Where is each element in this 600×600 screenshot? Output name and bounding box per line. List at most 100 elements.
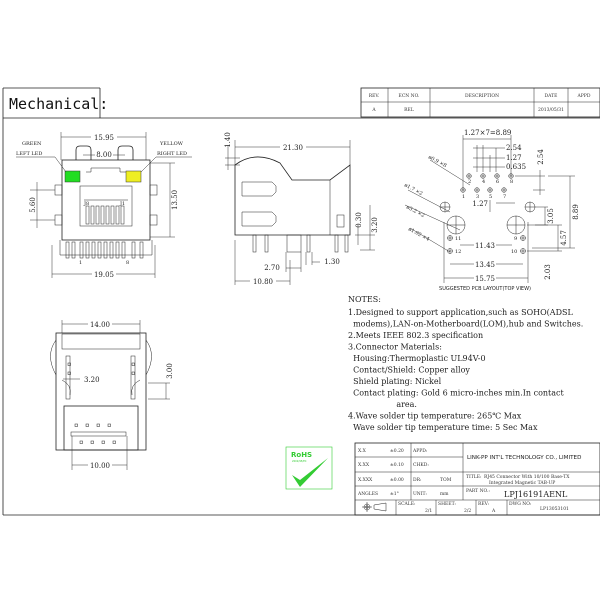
dim-top-height: 1.40 <box>224 132 232 148</box>
hole-shield-label: ø1.02 ×4 <box>407 226 430 242</box>
contact-slot <box>115 205 120 225</box>
ecn-cell: REL <box>404 107 414 113</box>
dim-v-1-27: 1.27 <box>472 200 488 208</box>
company-name: LINK-PP INT'L TECHNOLOGY CO., LIMITED <box>467 455 581 461</box>
dim-2-54: 2.54 <box>506 144 522 152</box>
dim-standoff: 0.30 <box>355 212 363 228</box>
third-angle-projection-icon <box>362 502 387 512</box>
note-line: Contact/Shield: Copper alloy <box>348 366 470 375</box>
pin-number: 8 <box>510 179 513 185</box>
pin <box>264 234 269 253</box>
rev-label: REV: <box>478 501 489 507</box>
front-view: J8 J1 1 8 15.95 8.00 5.60 13.50 19.05 GR… <box>16 132 192 279</box>
scale-value: 2/1 <box>425 508 432 514</box>
date-cell: 2013/05/31 <box>538 107 564 113</box>
yellow-led-indicator <box>125 170 142 183</box>
dim-pin-span: 10.00 <box>90 462 110 470</box>
page-title: Mechanical: <box>9 95 108 113</box>
note-line: Housing:Thermoplastic UL94V-0 <box>348 354 486 363</box>
note-line: area. <box>348 400 417 409</box>
dim-led-spacing: 5.60 <box>29 197 37 213</box>
pin-number: 10 <box>511 249 517 255</box>
pin <box>109 241 114 259</box>
pin-number: 6 <box>496 179 499 185</box>
pin-hole <box>90 440 94 444</box>
pin-hole <box>131 362 135 366</box>
bottom-view: 14.00 3.20 3.00 10.00 <box>50 320 174 470</box>
dim-1-27: 1.27 <box>506 154 522 162</box>
sheet-label: SHEET: <box>438 501 456 507</box>
tol-xxx-val: ±0.00 <box>390 477 404 483</box>
dim-0-635: 0.635 <box>506 163 526 171</box>
pin-number: 4 <box>482 179 485 185</box>
dr-label: DR: <box>413 477 422 483</box>
pin <box>103 241 108 259</box>
pin <box>252 234 257 253</box>
pin <box>65 241 70 259</box>
pin-hole <box>112 440 116 444</box>
appd-col-header: APPD <box>577 93 591 99</box>
part-label: PART NO.: <box>466 488 490 494</box>
pin-number: 1 <box>462 194 465 200</box>
pin-number: 12 <box>455 249 461 255</box>
pin <box>85 241 90 259</box>
tol-xx-val: ±0.10 <box>390 462 404 468</box>
dim-v-2-03: 2.03 <box>544 264 552 280</box>
pin <box>97 241 102 259</box>
note-line: 1.Designed to support application,such a… <box>348 308 573 317</box>
title-line-2: Integrated Magnetic TAB-UP <box>489 480 555 486</box>
dim-front-to-post: 10.80 <box>253 278 273 286</box>
note-line: modems),LAN-on-Motherboard(LOM),hub and … <box>348 320 583 329</box>
dim-pitch: 1.27×7=8.89 <box>464 129 511 137</box>
scale-label: SCALE: <box>398 501 416 507</box>
side-view: 21.30 1.40 0.30 3.20 2.70 1.30 10.80 <box>224 132 379 286</box>
tol-xx: X.XX <box>358 462 370 468</box>
dim-bottom-offset: 3.20 <box>84 376 100 384</box>
dim-width-top: 15.95 <box>94 134 114 142</box>
pin-number: 2 <box>468 179 471 185</box>
pin-number: 11 <box>455 236 461 242</box>
pin <box>121 241 126 259</box>
dim-bottom-width: 14.00 <box>90 321 110 329</box>
pin-hole <box>67 371 71 375</box>
notes: NOTES: 1.Designed to support application… <box>348 295 583 432</box>
revision-table: REV. ECN NO. DESCRIPTION DATE APPD A REL… <box>360 87 600 118</box>
title-block: X.X ±0.20 X.XX ±0.10 X.XXX ±0.00 ANGLES … <box>354 442 600 516</box>
note-line: 2.Meets IEEE 802.3 specification <box>348 331 483 340</box>
yellow-led-label: YELLOW <box>159 141 184 147</box>
hole-mount-label: ø3.2 ×2 <box>405 204 425 219</box>
pin-number: 7 <box>503 194 506 200</box>
dim-height: 13.50 <box>171 190 179 210</box>
rev-cell: A <box>371 107 376 113</box>
hole-signal-label: ø0.9 ×8 <box>427 154 447 169</box>
note-line: Wave solder tip temperature time: 5 Sec … <box>348 423 538 432</box>
tol-x-val: ±0.20 <box>390 448 404 454</box>
pin <box>79 241 84 259</box>
angles: ANGLES <box>357 491 378 497</box>
pin <box>71 241 76 259</box>
pin-hole <box>79 440 83 444</box>
pin <box>131 241 136 259</box>
rev-value: A <box>491 508 496 514</box>
checkmark-icon <box>292 458 328 487</box>
pin-8-label: 8 <box>126 260 129 266</box>
pin-hole <box>85 423 89 427</box>
chkd-label: CHKD: <box>413 462 429 468</box>
unit-label: UNIT: <box>413 491 427 497</box>
dwg-number: LP13053101 <box>540 506 569 512</box>
ecn-col-header: ECN NO. <box>399 93 420 99</box>
contact-slot <box>110 205 115 225</box>
rev-col-header: REV. <box>369 93 380 99</box>
pin <box>115 241 120 259</box>
pin-hole <box>74 423 78 427</box>
title-label: TITLE: <box>466 474 482 480</box>
rohs-label: RoHS <box>291 451 312 459</box>
pin <box>91 241 96 259</box>
sheet-value: 2/2 <box>464 508 471 514</box>
dim-bottom-height: 3.00 <box>166 363 174 379</box>
contact-slot <box>100 205 105 225</box>
tol-x: X.X <box>358 448 367 454</box>
pin <box>306 234 311 253</box>
dim-width-bottom: 19.05 <box>94 271 114 279</box>
